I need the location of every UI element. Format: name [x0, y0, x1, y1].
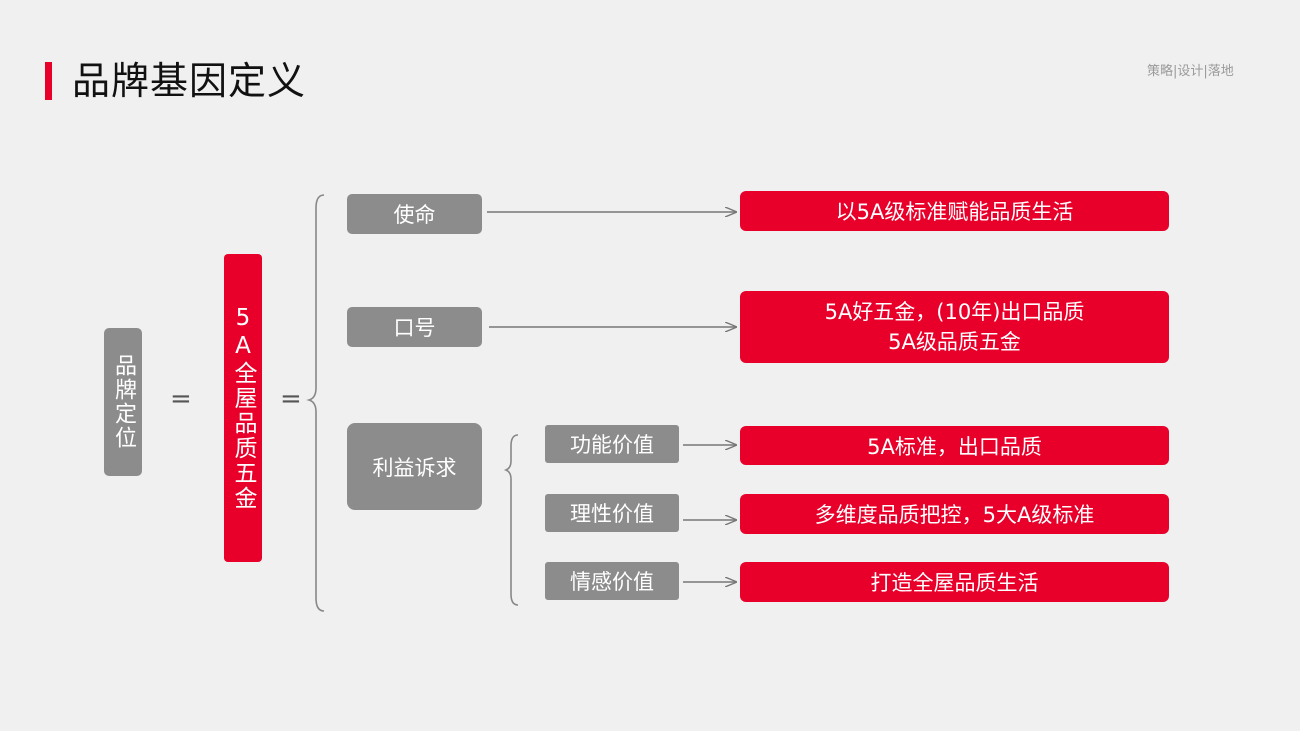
- emotional-value-box: 打造全屋品质生活: [740, 562, 1169, 602]
- rational-value-box: 多维度品质把控，5大A级标准: [740, 494, 1169, 534]
- slogan-value-box: 5A好五金，(10年)出口品质 5A级品质五金: [740, 291, 1169, 363]
- emotional-value-text: 打造全屋品质生活: [870, 571, 1039, 595]
- slogan-label: 口号: [393, 316, 436, 340]
- page-title: 品牌基因定义: [72, 59, 307, 103]
- mission-value-box: 以5A级标准赋能品质生活: [740, 191, 1169, 231]
- rational-value-label: 理性价值: [570, 502, 654, 526]
- equals-sign-2: =: [280, 384, 302, 414]
- functional-value-label: 功能价值: [570, 433, 654, 457]
- brand-position-box: 品牌定位: [104, 328, 142, 476]
- benefit-label: 利益诉求: [372, 455, 457, 480]
- equals-sign-1: =: [170, 384, 192, 414]
- emotional-value-label-box: 情感价值: [545, 562, 679, 600]
- slogan-value-line2: 5A级品质五金: [888, 330, 1021, 354]
- rational-value-text: 多维度品质把控，5大A级标准: [814, 503, 1095, 527]
- slogan-value-line1: 5A好五金，(10年)出口品质: [824, 300, 1085, 324]
- benefit-brace: [503, 434, 519, 606]
- rational-value-label-box: 理性价值: [545, 494, 679, 532]
- mission-label-box: 使命: [347, 194, 482, 234]
- benefit-label-box: 利益诉求: [347, 423, 482, 510]
- functional-value-box: 5A标准，出口品质: [740, 426, 1169, 465]
- slogan-label-box: 口号: [347, 307, 482, 347]
- core-concept-label: 5A全屋品质五金: [230, 305, 256, 511]
- functional-value-label-box: 功能价值: [545, 425, 679, 463]
- title-accent-bar: [45, 62, 52, 100]
- brand-position-label: 品牌定位: [111, 354, 136, 450]
- tagline: 策略|设计|落地: [1147, 64, 1234, 79]
- main-brace: [306, 194, 325, 612]
- functional-value-text: 5A标准，出口品质: [867, 434, 1042, 459]
- mission-value: 以5A级标准赋能品质生活: [835, 200, 1074, 224]
- core-concept-box: 5A全屋品质五金: [224, 254, 262, 562]
- emotional-value-label: 情感价值: [570, 570, 654, 594]
- mission-label: 使命: [393, 203, 436, 227]
